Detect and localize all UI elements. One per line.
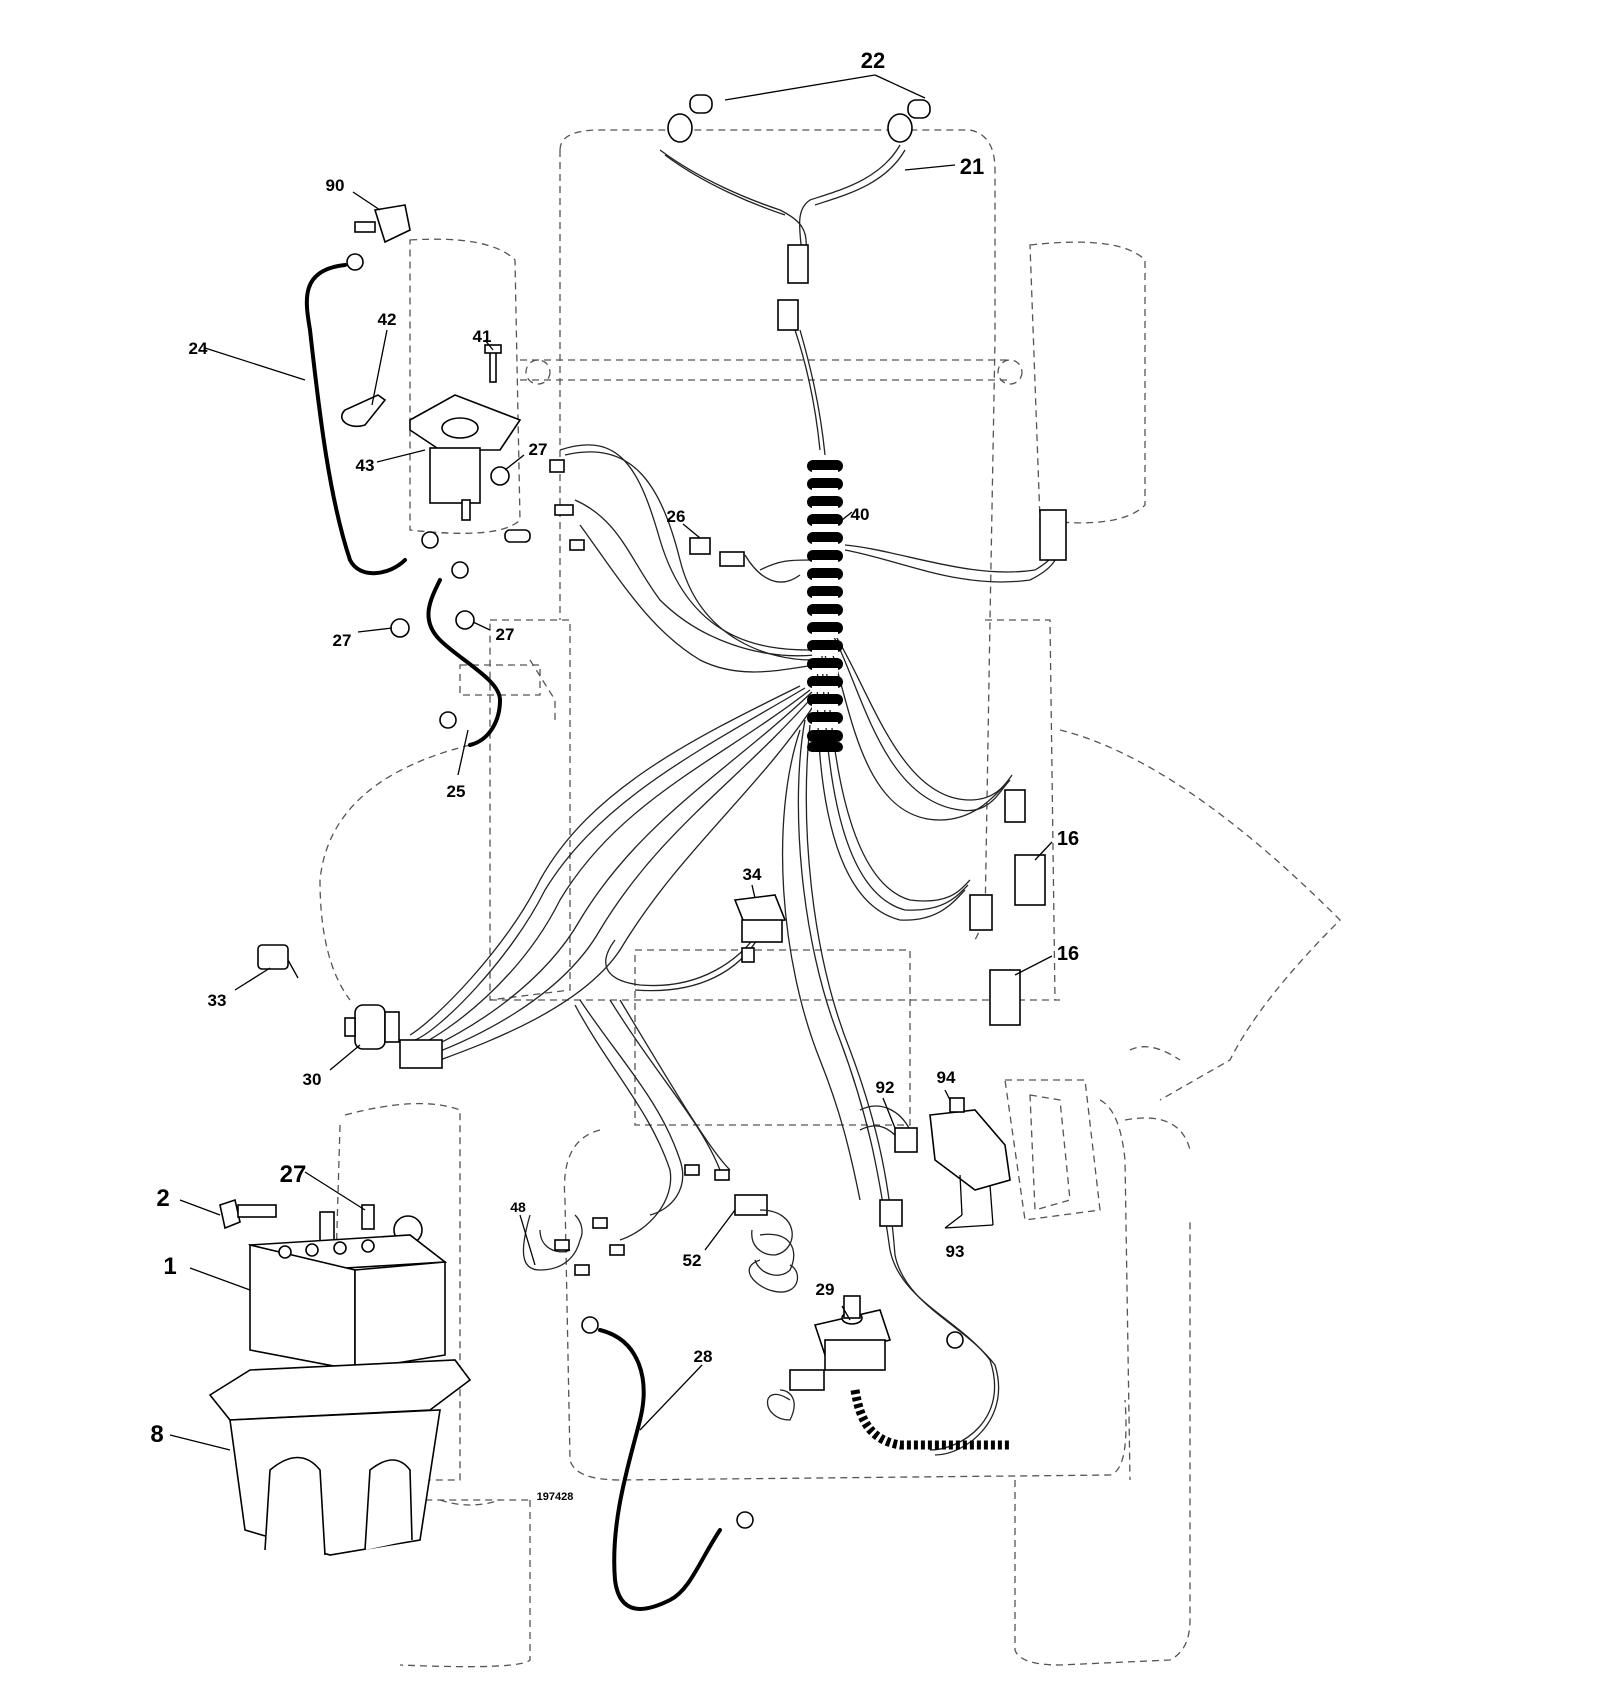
parts xyxy=(208,94,1067,1556)
pto-switch-icon xyxy=(813,1295,892,1371)
battery-icon xyxy=(248,1234,448,1371)
ignition-key-icon xyxy=(257,944,299,979)
callout-16-upper: 16 xyxy=(1057,828,1079,850)
ring-terminal-icon xyxy=(581,1316,599,1334)
screw-icon xyxy=(989,1184,994,1226)
nut-icon xyxy=(455,610,475,630)
seat-switch-icon xyxy=(929,1097,1011,1191)
callout-27-left: 27 xyxy=(333,631,352,650)
ignition-switch-icon xyxy=(344,1004,400,1050)
fuse-icon xyxy=(689,537,711,555)
nut-icon xyxy=(490,466,510,486)
callout-27-solenoid: 27 xyxy=(529,440,548,459)
drawing-number: 197428 xyxy=(537,1491,574,1503)
connector-icon xyxy=(399,1039,443,1069)
callout-labels: 22 21 90 24 42 41 43 27 26 40 27 27 25 1… xyxy=(150,48,1079,1503)
tractor-outline xyxy=(319,129,1341,1668)
ring-terminal-icon xyxy=(736,1511,754,1529)
callout-40: 40 xyxy=(851,505,870,524)
connector-icon xyxy=(1004,789,1026,823)
headlight-bulb-right-icon xyxy=(887,99,931,143)
front-connector xyxy=(787,244,809,284)
front-connector-mate xyxy=(777,299,799,331)
terminal-boot-icon xyxy=(341,394,387,428)
callout-41: 41 xyxy=(473,327,492,346)
callout-26: 26 xyxy=(667,507,686,526)
callout-92: 92 xyxy=(876,1078,895,1097)
connector-icon xyxy=(1039,509,1067,561)
ring-terminal-icon xyxy=(346,253,364,271)
battery-tray-icon xyxy=(208,1359,472,1556)
callout-29: 29 xyxy=(816,1280,835,1299)
connector-icon xyxy=(789,1369,825,1391)
callout-28: 28 xyxy=(694,1347,713,1366)
callout-21: 21 xyxy=(960,154,984,179)
ring-terminal-icon xyxy=(946,1331,964,1349)
solenoid-icon xyxy=(409,394,522,521)
callout-25: 25 xyxy=(447,782,466,801)
callout-16-lower: 16 xyxy=(1057,943,1079,965)
callout-27-right: 27 xyxy=(496,625,515,644)
callout-24: 24 xyxy=(189,339,208,358)
bolt-icon xyxy=(489,349,497,383)
callout-90: 90 xyxy=(326,176,345,195)
callout-1: 1 xyxy=(163,1253,176,1280)
ring-terminal-icon xyxy=(421,531,439,549)
callout-30: 30 xyxy=(303,1070,322,1089)
callout-52: 52 xyxy=(683,1251,702,1270)
connector-icon xyxy=(894,1127,918,1153)
callout-42: 42 xyxy=(378,310,397,329)
connector-icon xyxy=(879,1199,903,1227)
cable-28 xyxy=(598,1328,722,1611)
callout-48: 48 xyxy=(510,1199,526,1215)
interlock-switch-icon xyxy=(989,969,1021,1026)
callout-33: 33 xyxy=(208,991,227,1010)
callout-93: 93 xyxy=(946,1242,965,1261)
callout-27-battery: 27 xyxy=(280,1161,307,1188)
connector-cap-icon xyxy=(734,1194,768,1216)
switch-cover-icon xyxy=(373,204,411,244)
harness-coil-main xyxy=(807,460,843,752)
battery-cables xyxy=(304,263,722,1611)
rocker-switch-icon xyxy=(733,894,787,943)
callout-34: 34 xyxy=(743,865,762,884)
headlight-bulb-left-icon xyxy=(667,94,713,143)
cable-25 xyxy=(426,578,503,747)
interlock-switch-icon xyxy=(1014,854,1046,906)
cable-24 xyxy=(304,263,407,576)
callout-22: 22 xyxy=(861,48,885,73)
leader-lines xyxy=(169,74,1053,1451)
callout-94: 94 xyxy=(937,1068,956,1087)
screw-icon xyxy=(959,1174,963,1216)
callout-8: 8 xyxy=(150,1421,163,1448)
callout-43: 43 xyxy=(356,456,375,475)
connector-icon xyxy=(969,894,993,931)
ring-terminal-icon xyxy=(439,711,457,729)
callout-2: 2 xyxy=(156,1185,169,1212)
harness-coil-lower xyxy=(850,1389,1010,1450)
ring-terminal-icon xyxy=(451,561,469,579)
battery-bolt-icon xyxy=(219,1198,277,1230)
nut-icon xyxy=(390,618,410,638)
